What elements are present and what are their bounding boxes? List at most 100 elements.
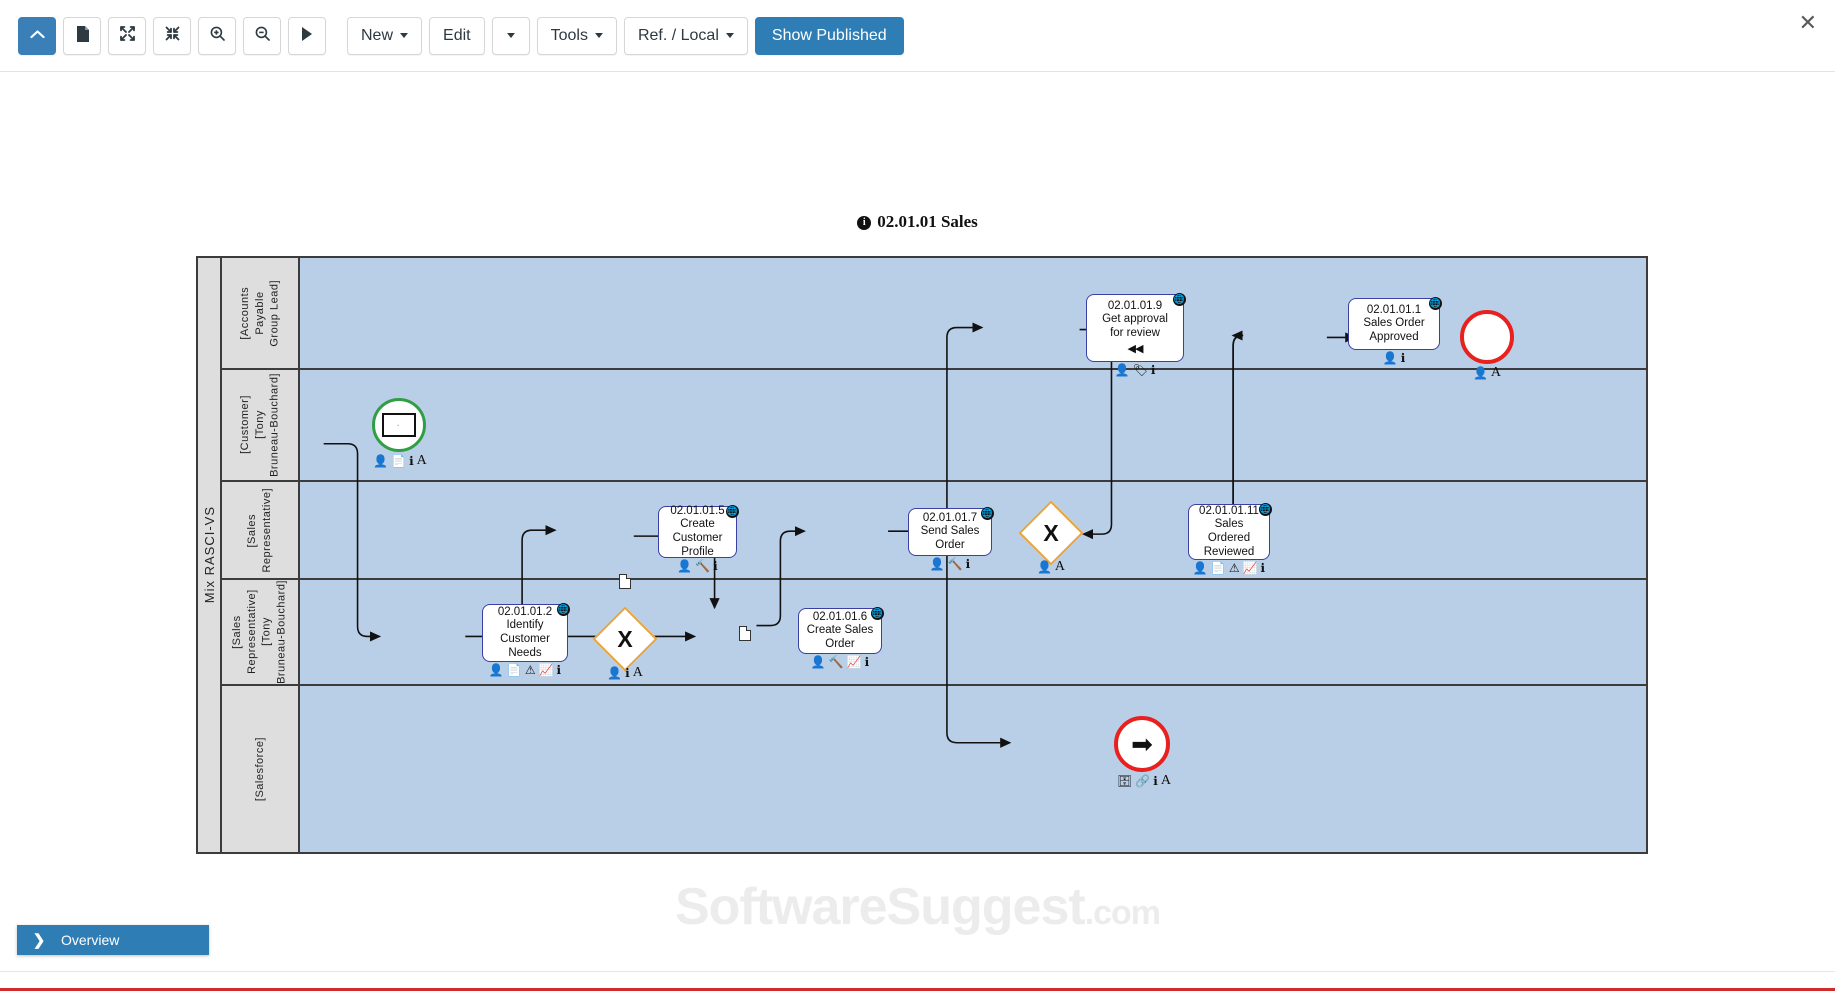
- globe-icon: 🌐: [981, 507, 994, 520]
- info-icon: ℹ: [409, 454, 414, 468]
- fit-screen-button[interactable]: [153, 16, 191, 55]
- new-menu-button[interactable]: New: [347, 16, 423, 55]
- show-published-label: Show Published: [771, 26, 887, 44]
- wrench-icon: 🔨: [695, 559, 711, 573]
- task-sales-ordered-reviewed[interactable]: 🌐 02.01.01.11 Sales Ordered Reviewed: [1188, 503, 1272, 560]
- info-icon: ℹ: [1260, 561, 1266, 575]
- person-icon: 👤: [1472, 366, 1488, 380]
- info-icon: i: [857, 216, 872, 231]
- collapse-panel-button[interactable]: [18, 16, 56, 55]
- edit-menu-button[interactable]: Edit: [429, 16, 485, 55]
- task-create-sales-order[interactable]: 🌐 02.01.01.6 Create Sales Order: [798, 607, 884, 654]
- task-icons: 👤 ℹ: [1348, 352, 1440, 364]
- zoom-out-button[interactable]: [243, 16, 281, 55]
- document-button[interactable]: [63, 16, 101, 55]
- task-id: 02.01.01.11: [1199, 504, 1259, 517]
- person-icon: 👤: [1192, 561, 1208, 575]
- zoom-out-icon: [255, 26, 270, 45]
- person-icon: 👤: [1382, 351, 1398, 365]
- overview-bar[interactable]: ❯ Overview: [17, 925, 209, 955]
- fullscreen-button[interactable]: [108, 16, 146, 55]
- task-icons: 👤 🏷 ℹ: [1086, 364, 1184, 376]
- chart-icon: 📈: [1242, 561, 1258, 575]
- task-name: Sales Ordered Reviewed: [1203, 518, 1255, 558]
- task-identify-customer-needs[interactable]: 🌐 02.01.01.2 Identify Customer Needs: [482, 603, 570, 662]
- show-published-button[interactable]: Show Published: [754, 16, 904, 55]
- globe-icon: 🌐: [1173, 293, 1186, 306]
- task-name: Get approval for review: [1102, 313, 1168, 339]
- pool: Mix RASCI-VS: [196, 256, 1648, 854]
- watermark-suffix: .com: [1084, 894, 1161, 932]
- person-icon: 👤: [1114, 363, 1130, 377]
- start-message-event[interactable]: [372, 398, 426, 452]
- data-object-icon: [739, 626, 751, 641]
- person-icon: 👤: [677, 559, 693, 573]
- wrench-icon: 🔨: [828, 655, 844, 669]
- annotation-a-icon: A: [1490, 365, 1502, 380]
- chevron-down-icon: [506, 33, 515, 38]
- annotation-a-icon: A: [1054, 559, 1066, 574]
- wrench-icon: 🔨: [947, 557, 963, 571]
- globe-icon: 🌐: [726, 505, 739, 518]
- end-event-icons: 👤 A: [1460, 366, 1514, 380]
- lane-header: [Accounts Payable Group Lead]: [222, 258, 300, 368]
- task-send-sales-order[interactable]: 🌐 02.01.01.7 Send Sales Order: [908, 507, 994, 556]
- lane-body: 🌐 02.01.01.2 Identify Customer Needs 👤 📄…: [300, 574, 1646, 684]
- zoom-in-button[interactable]: [198, 16, 236, 55]
- ref-local-menu-label: Ref. / Local: [637, 26, 719, 44]
- globe-icon: 🌐: [871, 607, 884, 620]
- task-sales-order-approved[interactable]: 🌐 02.01.01.1 Sales Order Approved: [1348, 297, 1442, 350]
- task-id: 02.01.01.7: [922, 511, 978, 524]
- info-icon: ℹ: [713, 559, 718, 573]
- task-name: Send Sales Order: [920, 525, 980, 551]
- tools-menu-button[interactable]: Tools: [536, 16, 617, 55]
- lane-sales-representative-tony: [Sales Representative] [Tony Bruneau-Bou…: [222, 574, 1646, 686]
- watermark: SoftwareSuggest.com: [0, 877, 1835, 937]
- annotation-a-icon: A: [416, 453, 427, 468]
- task-icons: 👤 📄 ⚠ 📈 ℹ: [474, 664, 576, 676]
- document-icon: 📄: [391, 454, 407, 468]
- task-name: Sales Order Approved: [1363, 317, 1425, 343]
- ref-local-menu-button[interactable]: Ref. / Local: [623, 16, 748, 55]
- overview-label: Overview: [61, 932, 120, 948]
- new-menu-label: New: [361, 26, 394, 44]
- data-object-icon: [619, 574, 631, 589]
- end-event[interactable]: [1460, 310, 1514, 364]
- gateway-symbol: X: [1043, 519, 1059, 546]
- expand-arrows-icon: [119, 26, 135, 45]
- watermark-text: SoftwareSuggest: [674, 878, 1086, 936]
- lane-body: ➡ 🗄 🔗 ℹ A: [300, 686, 1646, 852]
- person-icon: 👤: [1036, 560, 1052, 574]
- chevron-down-icon: [594, 33, 603, 38]
- task-icons: 👤 🔨 📈 ℹ: [794, 656, 886, 668]
- task-get-approval-for-review[interactable]: 🌐 02.01.01.9 Get approval for review ◀◀: [1086, 293, 1186, 362]
- salesforce-link-event[interactable]: ➡: [1114, 716, 1170, 772]
- annotation-a-icon: A: [632, 665, 643, 680]
- info-icon: ℹ: [1400, 351, 1406, 365]
- start-event-icons: 👤 📄 ℹ A: [362, 454, 438, 468]
- collapse-arrows-icon: [165, 26, 180, 45]
- info-icon: ℹ: [1150, 363, 1156, 377]
- warning-icon: ⚠: [524, 663, 536, 677]
- lane-header: [Salesforce]: [222, 686, 300, 852]
- gateway-icons: 👤 A: [1016, 560, 1086, 574]
- info-icon: ℹ: [1153, 774, 1158, 788]
- person-icon: 👤: [488, 663, 504, 677]
- lane-body: 🌐 02.01.01.9 Get approval for review ◀◀ …: [300, 258, 1646, 380]
- chart-icon: 📈: [538, 663, 554, 677]
- close-button[interactable]: ✕: [1799, 12, 1817, 34]
- salesforce-event-icons: 🗄 🔗 ℹ A: [1100, 774, 1188, 788]
- info-icon: ℹ: [625, 666, 630, 680]
- task-name: Create Customer Profile: [672, 518, 723, 558]
- document-icon: 📄: [1210, 561, 1226, 575]
- task-id: 02.01.01.9: [1107, 299, 1163, 312]
- chevron-up-icon: [29, 27, 45, 44]
- play-button[interactable]: [288, 16, 326, 55]
- lane-salesforce: [Salesforce] ➡ 🗄 🔗 ℹ A: [222, 686, 1646, 852]
- edit-dropdown-button[interactable]: [491, 16, 530, 55]
- envelope-icon: [382, 413, 416, 437]
- toolbar: New Edit Tools Ref. / Local Show Publish…: [0, 0, 1835, 72]
- task-create-customer-profile[interactable]: 🌐 02.01.01.5 Create Customer Profile: [658, 505, 739, 558]
